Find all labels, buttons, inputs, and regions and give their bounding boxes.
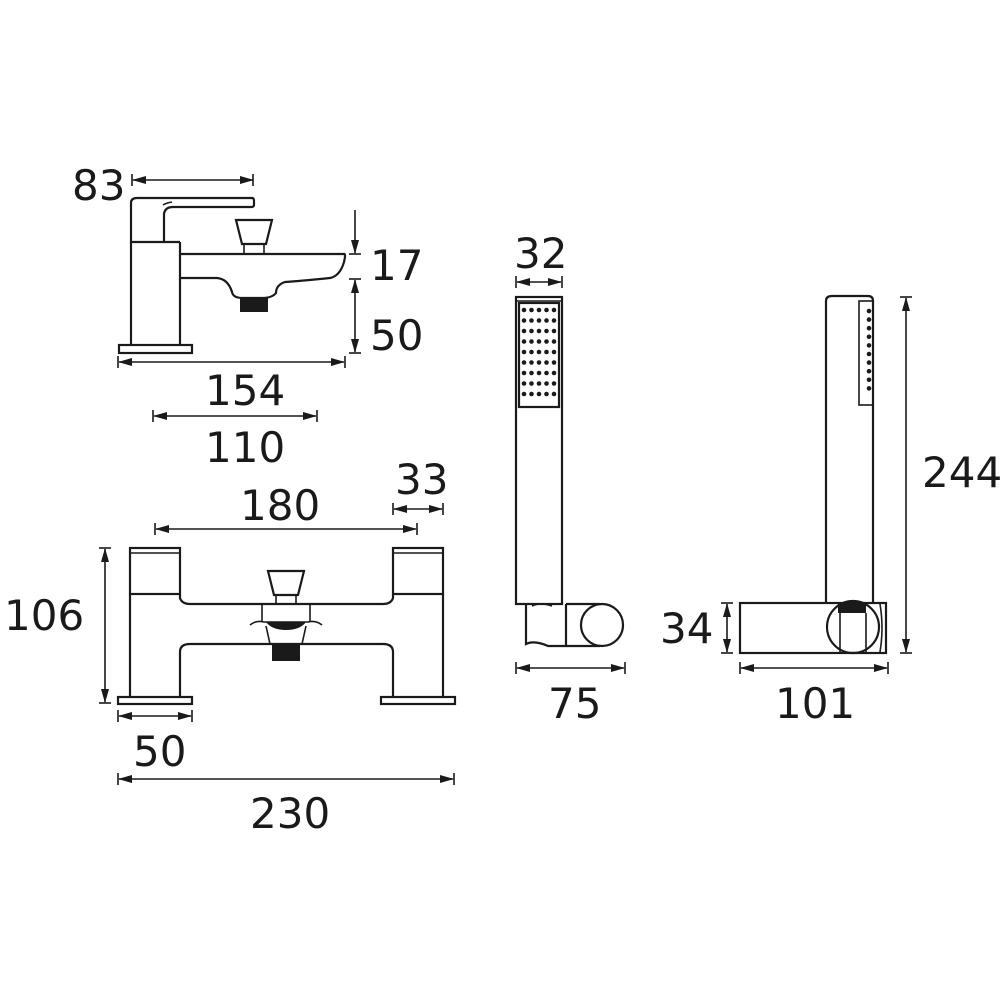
dim-handset-width: 32: [514, 229, 567, 278]
left-handle: [128, 546, 182, 596]
thread-outlet: [240, 298, 268, 312]
spray-face-side: [858, 300, 874, 406]
lever-handle: [129, 196, 256, 243]
handset-side-body: [824, 294, 875, 603]
left-base-plate: [116, 695, 194, 706]
diverter-knob-front: [266, 569, 306, 597]
spray-nozzles: [521, 307, 557, 397]
dim-holder-height: 34: [660, 604, 713, 653]
dim-centres: 180: [240, 481, 320, 530]
handset-front-view: 32 75: [514, 229, 626, 728]
dim-handle-width: 33: [395, 455, 448, 504]
dim-height: 106: [4, 591, 84, 640]
hose-connector: [838, 603, 866, 613]
holder-bracket: [524, 604, 568, 648]
holder-pivot-side: [825, 599, 881, 655]
bath-filler-front-view: 180 33 106 50 230: [4, 455, 457, 838]
dim-holder-depth: 101: [775, 679, 855, 728]
dim-overall-depth: 154: [205, 366, 285, 415]
dim-spout-height: 17: [370, 241, 423, 290]
dim-overall-height: 244: [922, 448, 1000, 497]
base-plate: [117, 343, 194, 355]
dim-spout-reach: 110: [205, 423, 285, 472]
spray-nozzles-side: [866, 308, 872, 391]
handset-side-view: 244 34 101: [660, 294, 1000, 728]
right-base-plate: [379, 695, 457, 706]
thread-outlet-front: [272, 645, 300, 661]
diverter-knob: [234, 218, 274, 246]
spray-face: [517, 301, 561, 409]
spout: [180, 252, 347, 300]
holder-block: [738, 601, 888, 655]
dim-overall-width: 230: [250, 789, 330, 838]
dim-lever-length: 83: [72, 161, 125, 210]
bath-filler-side-view: 83 17 50 154 110: [72, 161, 423, 472]
dim-spout-clearance: 50: [370, 311, 423, 360]
holder-pivot: [579, 602, 625, 648]
dim-base-width: 50: [133, 727, 186, 776]
right-handle: [391, 546, 445, 596]
dim-holder-width: 75: [548, 679, 601, 728]
